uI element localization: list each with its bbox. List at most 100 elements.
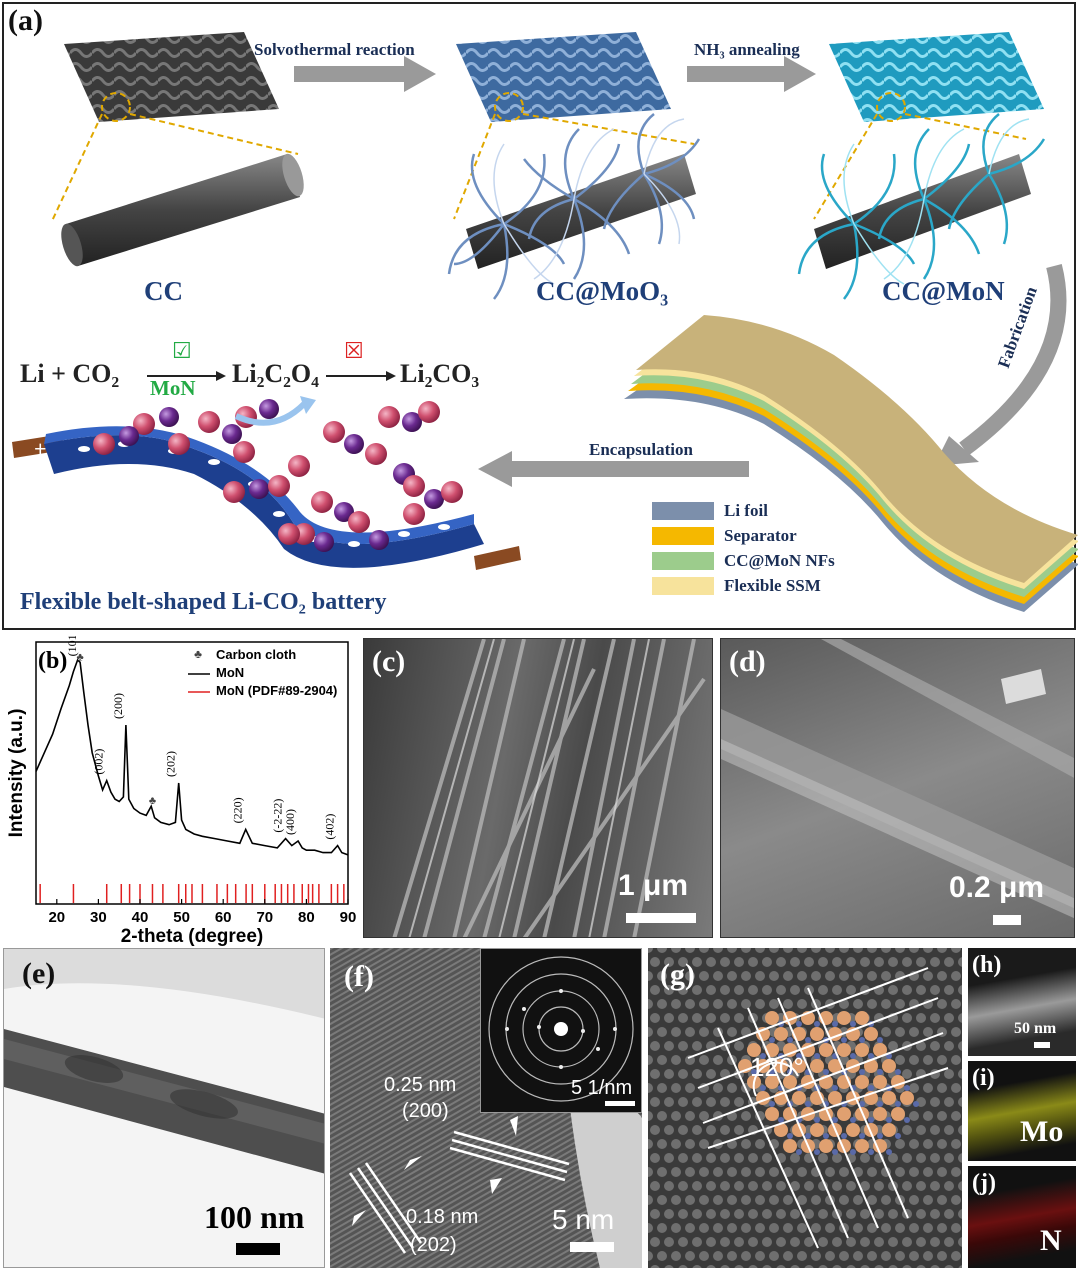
lattice-dot bbox=[923, 1055, 933, 1065]
mo-atom bbox=[882, 1059, 896, 1073]
peak-label: (220) bbox=[231, 797, 245, 823]
n-atom bbox=[895, 1133, 901, 1139]
lattice-dot bbox=[685, 1055, 695, 1065]
lattice-dot bbox=[776, 1181, 786, 1191]
lattice-dot bbox=[804, 1237, 814, 1247]
lattice-dot bbox=[706, 1069, 716, 1079]
n-atom bbox=[895, 1101, 901, 1107]
lattice-dot bbox=[916, 1237, 926, 1247]
lattice-dot bbox=[741, 1251, 751, 1261]
lattice-dot bbox=[671, 1195, 681, 1205]
mo-atom bbox=[855, 1043, 869, 1057]
lattice-dot bbox=[916, 1181, 926, 1191]
lattice-dot bbox=[958, 985, 962, 995]
lattice-dot bbox=[648, 971, 653, 981]
lattice-dot bbox=[867, 1195, 877, 1205]
lattice-dot bbox=[916, 957, 926, 967]
n-atom bbox=[805, 1133, 811, 1139]
panel-b-label: (b) bbox=[38, 648, 67, 674]
n-atom bbox=[886, 1149, 892, 1155]
lattice-dot bbox=[951, 1167, 961, 1177]
lattice-dot bbox=[755, 1139, 765, 1149]
lattice-dot bbox=[650, 1097, 660, 1107]
lattice-dot bbox=[853, 999, 863, 1009]
lattice-dot bbox=[860, 1265, 870, 1268]
x-tick-label: 20 bbox=[48, 909, 65, 926]
lattice-dot bbox=[804, 957, 814, 967]
lattice-dot bbox=[671, 999, 681, 1009]
lattice-dot bbox=[790, 1181, 800, 1191]
lattice-dot bbox=[648, 1083, 653, 1093]
lattice-dot bbox=[648, 1251, 653, 1261]
lattice-dot bbox=[944, 1181, 954, 1191]
mo-atom bbox=[846, 1123, 860, 1137]
lattice-dot bbox=[839, 1251, 849, 1261]
panel-g-label: (g) bbox=[660, 958, 695, 991]
n-atom bbox=[859, 1069, 865, 1075]
lattice-dot bbox=[657, 948, 667, 953]
n-atom bbox=[841, 1133, 847, 1139]
lattice-dot bbox=[951, 1083, 961, 1093]
lattice-dot bbox=[923, 971, 933, 981]
mo-atom bbox=[828, 1059, 842, 1073]
d-spacing-2: 0.18 nm bbox=[406, 1206, 479, 1228]
lattice-dot bbox=[951, 1055, 961, 1065]
mo-atom bbox=[873, 1075, 887, 1089]
lattice-dot bbox=[804, 1209, 814, 1219]
panel-a-schematic: (a) Solvothermal reaction NH₃ annealing … bbox=[2, 2, 1078, 630]
element-n: N bbox=[1040, 1224, 1062, 1257]
lattice-dot bbox=[790, 1265, 800, 1268]
lattice-dot bbox=[895, 948, 905, 953]
lattice-dot bbox=[657, 1139, 667, 1149]
lattice-dot bbox=[706, 1181, 716, 1191]
lattice-dot bbox=[671, 1139, 681, 1149]
encapsulation-label: Encapsulation bbox=[589, 440, 693, 459]
panel-e-tem: (e) 100 nm bbox=[3, 948, 325, 1268]
lattice-dot bbox=[706, 1209, 716, 1219]
legend-swatch bbox=[652, 552, 714, 570]
lattice-dot bbox=[699, 1111, 709, 1121]
lattice-dot bbox=[937, 1167, 947, 1177]
lattice-dot bbox=[755, 1223, 765, 1233]
n-atom bbox=[904, 1085, 910, 1091]
lattice-dot bbox=[692, 1097, 702, 1107]
lattice-dot bbox=[930, 1041, 940, 1051]
n-atom bbox=[859, 1101, 865, 1107]
lattice-dot bbox=[909, 1083, 919, 1093]
mo-atom bbox=[873, 1139, 887, 1153]
lattice-dot bbox=[923, 1139, 933, 1149]
lattice-dot bbox=[664, 1265, 674, 1268]
lattice-dot bbox=[699, 1055, 709, 1065]
lattice-dot bbox=[930, 957, 940, 967]
lattice-dot bbox=[664, 1069, 674, 1079]
n-atom bbox=[877, 1133, 883, 1139]
x-tick-label: 50 bbox=[173, 909, 190, 926]
battery-title: Flexible belt-shaped Li-CO₂ battery bbox=[20, 589, 387, 615]
panel-c-sem: (c) 1 μm bbox=[363, 638, 713, 938]
mo-atom bbox=[891, 1107, 905, 1121]
lattice-dot bbox=[937, 1111, 947, 1121]
lattice-dot bbox=[846, 1181, 856, 1191]
lattice-dot bbox=[699, 1167, 709, 1177]
lattice-dot bbox=[937, 948, 947, 953]
lattice-dot bbox=[748, 1265, 758, 1268]
lattice-dot bbox=[727, 1223, 737, 1233]
lattice-dot bbox=[657, 1027, 667, 1037]
lattice-dot bbox=[874, 1237, 884, 1247]
moo3-cloth-tile bbox=[456, 32, 671, 122]
lattice-dot bbox=[916, 1265, 926, 1268]
mo-atom bbox=[810, 1059, 824, 1073]
lattice-dot bbox=[951, 1027, 961, 1037]
check-icon: ☑ bbox=[172, 338, 192, 363]
lattice-dot bbox=[839, 1195, 849, 1205]
lattice-dot bbox=[657, 1167, 667, 1177]
lattice-dot bbox=[699, 1195, 709, 1205]
panel-i-label: (i) bbox=[972, 1065, 995, 1091]
lattice-dot bbox=[804, 1265, 814, 1268]
battery-layer-stack bbox=[624, 315, 1078, 612]
lattice-dot bbox=[958, 1265, 962, 1268]
peak-label: (002) bbox=[92, 749, 106, 775]
lattice-dot bbox=[720, 1181, 730, 1191]
n-atom bbox=[868, 1149, 874, 1155]
